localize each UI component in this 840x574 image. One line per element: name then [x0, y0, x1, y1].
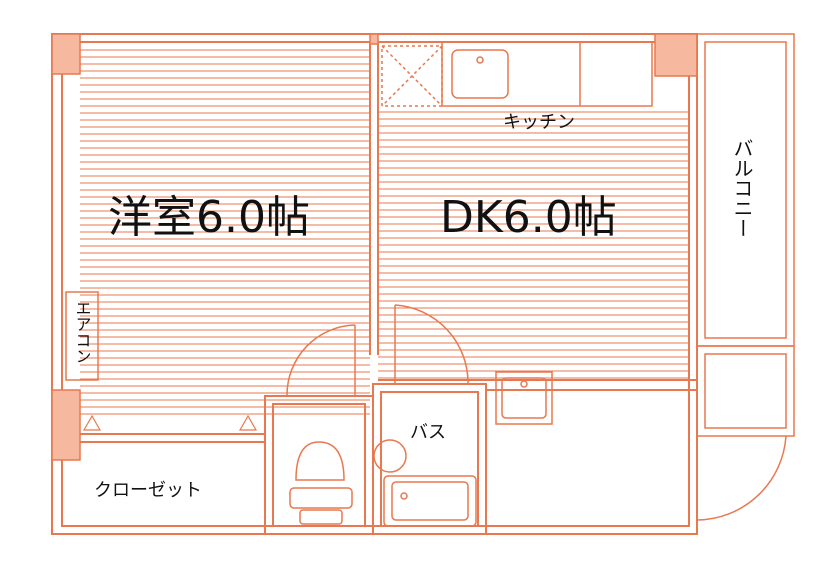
room-label-western: 洋室6.0帖 — [108, 192, 310, 243]
balcony — [696, 33, 795, 521]
washing-area — [495, 371, 553, 425]
closet-label: クローゼット — [94, 480, 202, 501]
dk-floor — [378, 111, 689, 379]
western-room-floor — [80, 49, 370, 415]
doors — [286, 304, 469, 397]
bathtub-icon — [373, 439, 477, 527]
closet-markers — [82, 414, 258, 431]
bath-label: バス — [410, 422, 446, 443]
aircon-label: エアコン — [73, 300, 92, 364]
toilet-icon — [289, 441, 353, 525]
aircon-unit — [65, 291, 99, 381]
kitchen-counter — [381, 41, 653, 107]
balcony-label: バルコニー — [730, 138, 754, 238]
wall-columns — [51, 33, 698, 461]
room-label-dk: DK6.0帖 — [440, 192, 617, 243]
kitchen-label: キッチン — [503, 112, 575, 133]
